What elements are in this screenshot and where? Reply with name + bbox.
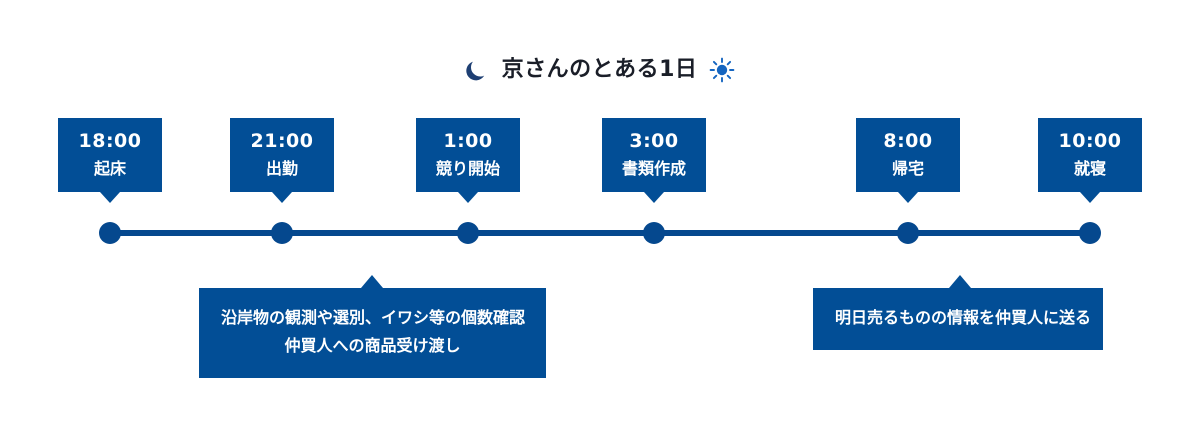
event-time: 8:00 (883, 130, 933, 152)
timeline-dot[interactable] (897, 222, 919, 244)
card-pointer-icon (644, 192, 664, 204)
event-label: 競り開始 (435, 158, 500, 178)
note-line: 仲買人への商品受け渡し (284, 336, 461, 355)
timeline-event-card[interactable]: 18:00 起床 (58, 118, 162, 204)
timeline-dot[interactable] (1079, 222, 1101, 244)
callout-pointer-icon (361, 275, 383, 288)
crescent-moon-icon (464, 57, 490, 83)
event-time: 21:00 (250, 130, 314, 152)
page-title: 京さんのとある1日 (501, 57, 698, 82)
card-pointer-icon (1080, 192, 1100, 204)
event-label: 書類作成 (621, 158, 686, 178)
timeline-dot[interactable] (643, 222, 665, 244)
page-header: 京さんのとある1日 (0, 50, 1199, 90)
event-time: 1:00 (443, 130, 493, 152)
timeline-event-card[interactable]: 10:00 就寝 (1038, 118, 1142, 204)
event-label: 就寝 (1073, 158, 1106, 178)
note-line: 明日売るものの情報を仲買人に送る (835, 308, 1092, 327)
timeline-dot[interactable] (271, 222, 293, 244)
event-label: 帰宅 (891, 158, 924, 178)
timeline-dot[interactable] (99, 222, 121, 244)
sun-icon (709, 57, 735, 83)
event-time: 18:00 (78, 130, 142, 152)
timeline-event-card[interactable]: 3:00 書類作成 (602, 118, 706, 204)
timeline-event-card[interactable]: 1:00 競り開始 (416, 118, 520, 204)
callout-pointer-icon (949, 275, 971, 288)
card-pointer-icon (272, 192, 292, 204)
note-line: 沿岸物の観測や選別、イワシ等の個数確認 (221, 308, 526, 327)
timeline-axis (110, 230, 1090, 236)
timeline-dot[interactable] (457, 222, 479, 244)
timeline-event-card[interactable]: 8:00 帰宅 (856, 118, 960, 204)
event-time: 3:00 (629, 130, 679, 152)
timeline-event-card[interactable]: 21:00 出勤 (230, 118, 334, 204)
event-time: 10:00 (1058, 130, 1122, 152)
card-pointer-icon (898, 192, 918, 204)
timeline-note-callout[interactable]: 明日売るものの情報を仲買人に送る (813, 275, 1103, 350)
event-label: 出勤 (265, 158, 298, 178)
timeline-note-callout[interactable]: 沿岸物の観測や選別、イワシ等の個数確認 仲買人への商品受け渡し (199, 275, 546, 378)
card-pointer-icon (458, 192, 478, 204)
card-pointer-icon (100, 192, 120, 204)
event-label: 起床 (93, 158, 126, 178)
